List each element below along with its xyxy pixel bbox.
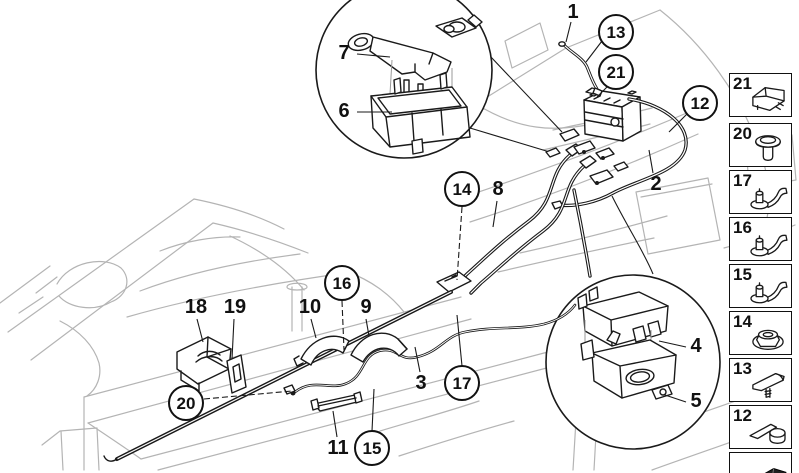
callout-15[interactable]: 15 (354, 430, 390, 466)
sidebar-part-17[interactable]: 17 (729, 170, 792, 214)
sidebar-part-15[interactable]: 15 (729, 264, 792, 308)
sidebar-part-number: 14 (733, 312, 752, 331)
flange-nut-icon (745, 320, 791, 354)
sidebar-part-14[interactable]: 14 (729, 311, 792, 355)
callout-12[interactable]: 12 (682, 85, 718, 121)
part-19-bracket (226, 354, 247, 394)
sidebar-part-number: 21 (733, 74, 752, 93)
cable-clamp-icon (745, 273, 791, 307)
callout-16[interactable]: 16 (324, 265, 360, 301)
bracket-icon (745, 461, 791, 473)
callout-8[interactable]: 8 (492, 178, 504, 200)
parts-sidebar: 21 20 17 16 15 14 13 12 (726, 70, 799, 473)
callout-6[interactable]: 6 (338, 100, 350, 122)
callout-19[interactable]: 19 (223, 296, 247, 318)
sidebar-part-number: 17 (733, 171, 752, 190)
detail-inset-fuse-housing (315, 0, 493, 159)
part-11-strip (310, 391, 363, 412)
sidebar-part-number: 13 (733, 359, 752, 378)
detail-circle-connectors (469, 55, 654, 275)
callout-18[interactable]: 18 (184, 296, 208, 318)
sidebar-part-number: 12 (733, 406, 752, 425)
part-9-cable-channel (350, 332, 408, 363)
sidebar-part-13[interactable]: 13 (729, 358, 792, 402)
sidebar-part-number: 16 (733, 218, 752, 237)
sidebar-part-number: 20 (733, 124, 752, 143)
battery (583, 87, 642, 142)
sidebar-part-12[interactable]: 12 (729, 405, 792, 449)
screw-clip-icon (745, 367, 791, 401)
leader-lines (196, 21, 688, 438)
callout-21[interactable]: 21 (598, 54, 634, 90)
cable-clamp-icon (745, 226, 791, 260)
callout-7[interactable]: 7 (338, 42, 350, 64)
callout-11[interactable]: 11 (327, 437, 349, 459)
relay-cover-icon (745, 82, 791, 116)
sidebar-part-extra[interactable] (729, 452, 792, 473)
callout-4[interactable]: 4 (690, 335, 702, 357)
cable-clip-cluster (545, 128, 629, 185)
callout-17[interactable]: 17 (444, 365, 480, 401)
detail-inset-battery-clamp (545, 274, 721, 450)
callout-20[interactable]: 20 (168, 385, 204, 421)
part-6-housing (370, 72, 471, 155)
callout-3[interactable]: 3 (415, 372, 427, 394)
callout-9[interactable]: 9 (360, 296, 372, 318)
part-10-cable-channel (293, 335, 350, 367)
push-pin-icon (745, 132, 791, 166)
sidebar-part-21[interactable]: 21 (729, 73, 792, 117)
callout-10[interactable]: 10 (298, 296, 322, 318)
battery-cables (103, 41, 688, 462)
part-5-housing (580, 330, 677, 400)
sidebar-part-number: 15 (733, 265, 752, 284)
callout-14[interactable]: 14 (444, 171, 480, 207)
callout-5[interactable]: 5 (690, 390, 702, 412)
sidebar-part-20[interactable]: 20 (729, 123, 792, 167)
callout-2[interactable]: 2 (650, 173, 662, 195)
ring-clip-icon (745, 414, 791, 448)
cable-clamp-icon (745, 179, 791, 213)
callout-1[interactable]: 1 (567, 1, 579, 23)
sidebar-part-16[interactable]: 16 (729, 217, 792, 261)
callout-13[interactable]: 13 (598, 14, 634, 50)
part-18-bracket (176, 336, 232, 392)
